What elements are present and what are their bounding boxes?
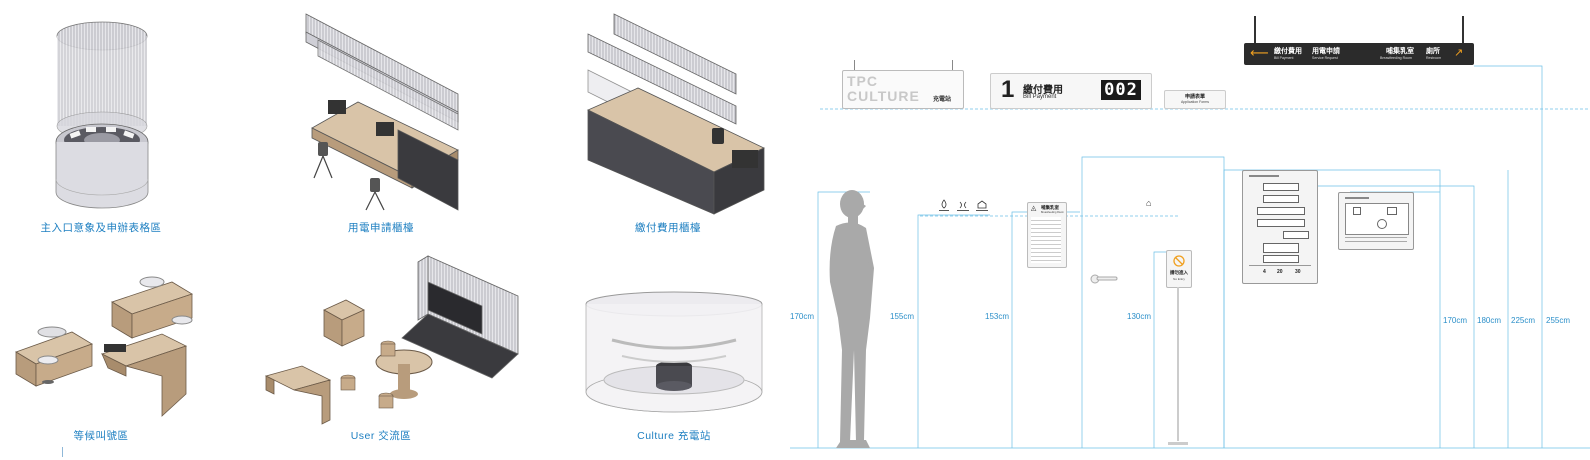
queue-number-display: 002 <box>1101 80 1141 100</box>
user-exchange-illustration <box>264 255 519 425</box>
zone-caption-user-exchange: User 交流區 <box>350 430 412 442</box>
facility-icons-row <box>939 199 988 211</box>
zone-illustrations-panel: 主入口意象及申辦表格區 用電申請櫃檯 <box>0 0 790 460</box>
power-counter-illustration <box>305 13 459 211</box>
culture-station-illustration <box>585 291 763 413</box>
forms-sign: 申請表單 Application Forms <box>1164 90 1226 109</box>
arrow-up-right-icon: ↗ <box>1454 47 1464 59</box>
divider-mark <box>62 447 63 457</box>
dimension-label: 180cm <box>1477 316 1502 325</box>
dimension-guides <box>790 65 1590 449</box>
entrance-cylinder-illustration <box>55 21 149 209</box>
mother-child-icon: ◬ <box>1031 205 1037 212</box>
forms-sign-subtitle: Application Forms <box>1180 100 1209 104</box>
counter-title: 繳付費用 <box>1023 85 1063 96</box>
forms-sign-title: 申請表單 <box>1184 94 1205 100</box>
no-entry-stand-sign: 請勿進入 No Entry <box>1166 250 1192 448</box>
culture-hanging-sign: TPC CULTURE 充電站 <box>842 60 964 109</box>
restroom-icon: ⌂ <box>1146 198 1152 208</box>
overhead-item-0-en: Bill Payment <box>1274 56 1294 60</box>
nursing-sign-title: 哺集乳室 <box>1041 205 1059 210</box>
dimension-label: 255cm <box>1546 316 1571 325</box>
dimension-label: 225cm <box>1511 316 1536 325</box>
overhead-directional-sign: ⟵ 繳付費用 Bill Payment 用電申請 Service Request… <box>1244 16 1474 66</box>
counter-number-sign: 1 繳付費用 Bill Payment 002 <box>990 73 1152 109</box>
waiting-area-illustration <box>15 276 193 417</box>
nursing-room-sign: ◬ 哺集乳室 Breastfeeding Room <box>1027 202 1067 268</box>
culture-sign-line1: TPC <box>847 73 878 89</box>
zone-caption-culture-station: Culture 充電站 <box>637 430 711 442</box>
dimension-label: 130cm <box>1127 312 1152 321</box>
dimension-label: 170cm <box>1443 316 1468 325</box>
no-entry-title: 請勿進入 <box>1170 270 1188 275</box>
culture-sign-tag: 充電站 <box>933 97 952 103</box>
arrow-left-icon: ⟵ <box>1250 45 1269 60</box>
payment-counter-illustration <box>587 13 765 215</box>
nursing-sign-subtitle: Breastfeeding Room <box>1041 211 1064 214</box>
zone-caption-entrance: 主入口意象及申辦表格區 <box>40 222 162 234</box>
flow-count-b: 20 <box>1277 269 1283 275</box>
floor-plan-board <box>1338 192 1414 250</box>
dimension-label: 155cm <box>890 312 915 321</box>
overhead-item-1-zh: 用電申請 <box>1312 48 1340 55</box>
culture-sign-line2: CULTURE <box>847 88 920 104</box>
overhead-item-0-zh: 繳付費用 <box>1274 48 1302 55</box>
overhead-item-1-en: Service Request <box>1312 56 1338 60</box>
overhead-item-2-en: Breastfeeding Room <box>1380 56 1412 60</box>
door-handle <box>1090 274 1118 284</box>
zone-caption-payment-counter: 繳付費用櫃檯 <box>635 222 701 234</box>
signage-elevation-panel: TPC CULTURE 充電站 1 繳付費用 Bill Payment 002 … <box>790 0 1590 460</box>
no-entry-subtitle: No Entry <box>1173 277 1185 281</box>
overhead-item-3-zh: 廁所 <box>1426 48 1440 55</box>
person-silhouette <box>829 190 874 448</box>
process-flow-board: 4 20 30 <box>1242 170 1318 284</box>
dimension-label: 153cm <box>985 312 1010 321</box>
counter-subtitle: Bill Payment <box>1023 94 1057 100</box>
flow-count-c: 30 <box>1295 269 1301 275</box>
overhead-item-2-zh: 哺集乳室 <box>1386 48 1414 55</box>
no-entry-icon <box>1173 255 1185 267</box>
home-icon <box>977 200 987 209</box>
counter-number: 1 <box>1001 76 1015 103</box>
flame-icon <box>941 199 947 209</box>
signal-icon <box>959 201 967 209</box>
zone-caption-waiting: 等候叫號區 <box>73 430 129 442</box>
flow-count-a: 4 <box>1263 269 1266 275</box>
dimension-label: 170cm <box>790 312 815 321</box>
overhead-item-3-en: Restroom <box>1426 56 1442 60</box>
zone-caption-power-counter: 用電申請櫃檯 <box>348 222 414 234</box>
